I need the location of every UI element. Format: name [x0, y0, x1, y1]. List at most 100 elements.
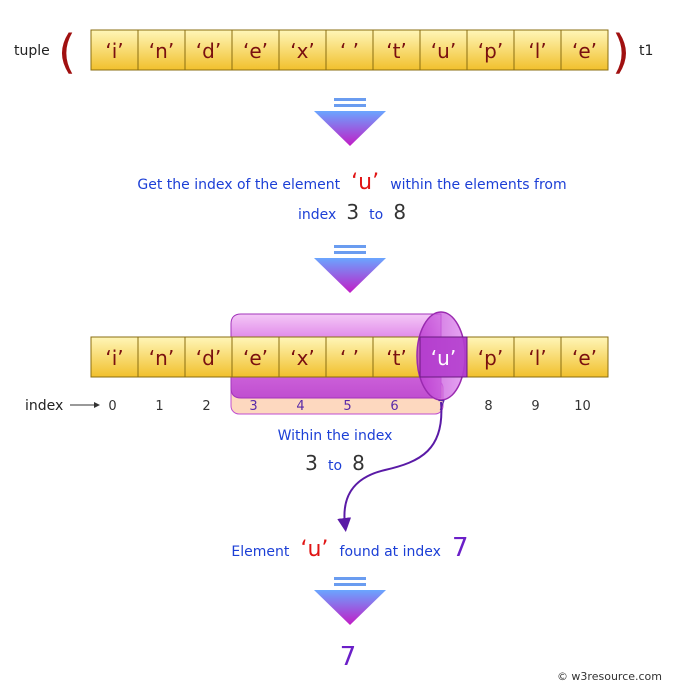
cell-box	[184, 336, 233, 378]
found-prefix: Element	[231, 544, 289, 560]
tuple-cell: ‘ ’	[325, 29, 374, 71]
step1-start: 3	[346, 200, 359, 224]
found-cell-value: ‘u’	[431, 346, 456, 370]
tuple-cell: ‘d’	[184, 29, 233, 71]
cell-box	[137, 29, 186, 71]
cell-value: ‘t’	[386, 39, 407, 63]
watermark: © w3resource.com	[557, 670, 662, 683]
cell-box	[419, 29, 468, 71]
tuple-cell: ‘p’	[466, 336, 515, 378]
cell-value: ‘n’	[149, 39, 174, 63]
tuple-cell: ‘e’	[560, 29, 609, 71]
cell-box	[184, 29, 233, 71]
index-number: 3	[249, 399, 257, 414]
cell-value: ‘ ’	[340, 346, 359, 370]
cell-value: ‘x’	[290, 346, 315, 370]
index-number: 1	[155, 399, 163, 414]
tuple-cell: ‘d’	[184, 336, 233, 378]
found-element: ‘u’	[300, 537, 328, 562]
cell-value: ‘x’	[290, 39, 315, 63]
cell-value: ‘p’	[478, 346, 503, 370]
found-middle: found at index	[340, 544, 441, 560]
cell-value: ‘d’	[196, 346, 221, 370]
index-number: 9	[531, 399, 539, 414]
cell-value: ‘p’	[478, 39, 503, 63]
cell-box	[466, 29, 515, 71]
cell-box	[278, 29, 327, 71]
cell-value: ‘d’	[196, 39, 221, 63]
curved-arrow-icon	[337, 401, 443, 532]
tuple-cell: ‘t’	[372, 336, 421, 378]
cell-box	[137, 336, 186, 378]
tuple-cell: ‘n’	[137, 336, 186, 378]
step1-text-before: Get the index of the element	[137, 177, 340, 193]
tuple-elements-row: ‘i’‘n’‘d’‘e’‘x’‘ ’‘t’‘u’‘p’‘l’‘e’	[90, 29, 609, 71]
down-arrow-icon	[314, 245, 386, 293]
index-number: 2	[202, 399, 210, 414]
arrow-right-icon	[70, 402, 100, 408]
close-paren: )	[612, 25, 630, 79]
tuple-cell: ‘e’	[231, 336, 280, 378]
cell-box	[325, 29, 374, 71]
tuple-cell: ‘e’	[231, 29, 280, 71]
tuple-cell: ‘x’	[278, 336, 327, 378]
index-number: 6	[390, 399, 398, 414]
cell-value: ‘e’	[243, 39, 268, 63]
cell-box	[372, 336, 421, 378]
tuple-name: t1	[639, 43, 653, 59]
found-line: Element ‘u’ found at index 7	[231, 533, 468, 563]
range-end: 8	[352, 451, 365, 475]
cell-box	[90, 29, 139, 71]
down-arrow-icon	[314, 577, 386, 625]
cell-value: ‘n’	[149, 346, 174, 370]
cell-value: ‘e’	[572, 346, 597, 370]
cell-box	[513, 336, 562, 378]
cell-value: ‘e’	[243, 346, 268, 370]
cell-box	[560, 29, 609, 71]
found-index: 7	[452, 533, 469, 563]
index-number: 4	[296, 399, 304, 414]
step1-element: ‘u’	[351, 170, 379, 195]
range-to: to	[328, 458, 342, 474]
found-cell-box	[419, 336, 468, 378]
step1-index-word: index	[298, 207, 336, 223]
cell-value: ‘l’	[528, 346, 546, 370]
tuple-cell: ‘t’	[372, 29, 421, 71]
cell-box	[466, 336, 515, 378]
step1-text-after: within the elements from	[390, 177, 566, 193]
tuple-elements-row-indexed: ‘i’ ‘n’ ‘d’ ‘e’ ‘x’ ‘ ’ ‘t’ ‘u’ ‘p’ ‘l’ ‘e’	[90, 336, 609, 378]
tuple-cell: ‘e’	[560, 336, 609, 378]
cell-box	[231, 336, 280, 378]
step1-end: 8	[393, 200, 406, 224]
tuple-cell: ‘l’	[513, 29, 562, 71]
cell-box	[372, 29, 421, 71]
cell-value: ‘l’	[528, 39, 546, 63]
cell-value: ‘t’	[386, 346, 407, 370]
tuple-cell: ‘n’	[137, 29, 186, 71]
step1-to: to	[369, 207, 383, 223]
tuple-cell: ‘x’	[278, 29, 327, 71]
tuple-label: tuple	[14, 43, 50, 59]
index-number: 0	[108, 399, 116, 414]
index-label: index	[25, 398, 63, 414]
open-paren: (	[58, 25, 76, 79]
tuple-cell: ‘p’	[466, 29, 515, 71]
tuple-cell: ‘l’	[513, 336, 562, 378]
tuple-cell: ‘u’	[419, 29, 468, 71]
step1-line1: Get the index of the element ‘u’ within …	[137, 170, 566, 195]
index-number: 10	[574, 399, 591, 414]
cell-value: ‘u’	[431, 39, 456, 63]
range-start: 3	[305, 451, 318, 475]
index-number: 8	[484, 399, 492, 414]
cell-box	[90, 336, 139, 378]
range-caption-values: 3 to 8	[305, 451, 365, 475]
cell-box	[560, 336, 609, 378]
index-number: 5	[343, 399, 351, 414]
tuple-cell: ‘i’	[90, 336, 139, 378]
cell-box	[513, 29, 562, 71]
tuple-cell: ‘ ’	[325, 336, 374, 378]
range-caption-title: Within the index	[278, 428, 393, 444]
cell-value: ‘e’	[572, 39, 597, 63]
